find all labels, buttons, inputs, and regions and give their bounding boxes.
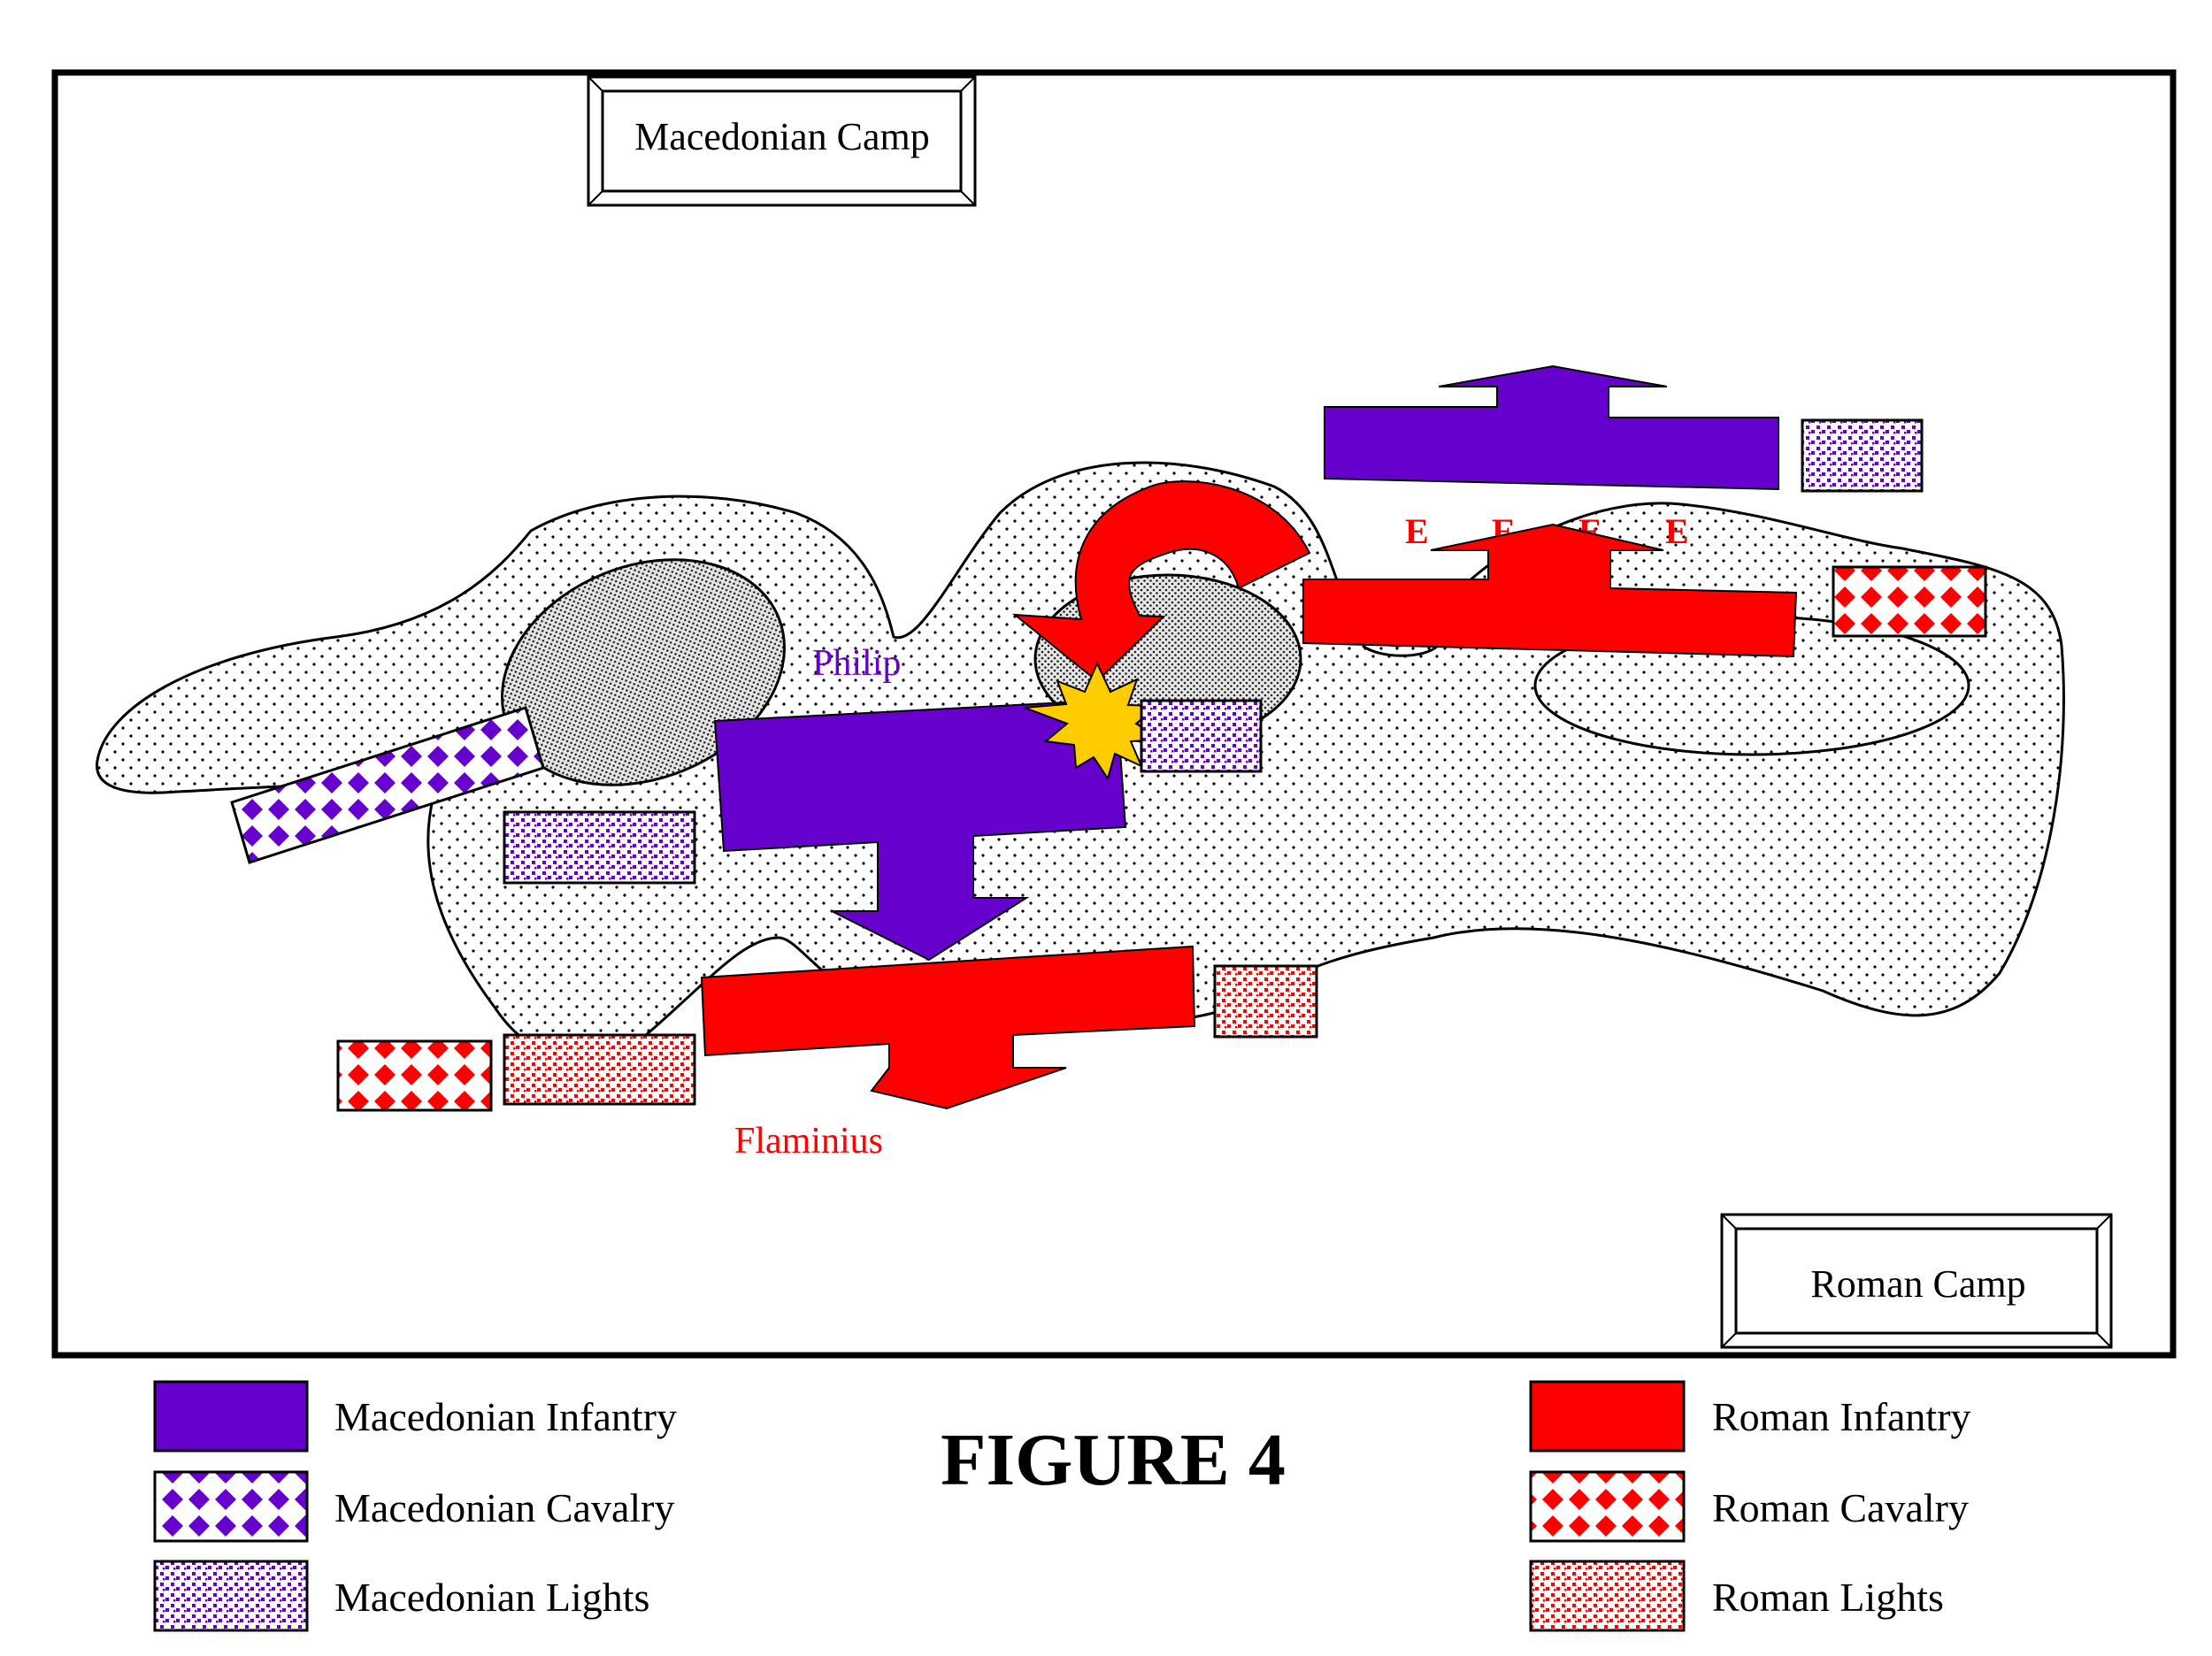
macedonian-infantry-right-wing [1324,364,1779,491]
legend-item-macedonian-infantry: Macedonian Infantry [153,1380,677,1453]
roman-cavalry-right [1832,565,1987,638]
macedonian-camp: Macedonian Camp [587,75,977,207]
legend-label-roman-cavalry: Roman Cavalry [1712,1485,1969,1530]
legend-item-macedonian-cavalry: Macedonian Cavalry [153,1470,674,1543]
macedonian-infantry-phalanx [713,698,1127,962]
roman-lights-center [1213,964,1318,1039]
commander-philip-label: Philip [812,643,901,684]
hill-contour-fold [1362,644,1440,657]
legend-swatch-roman-lights [1529,1560,1686,1632]
legend-roman: Roman Infantry Roman Cavalry Roman Light… [1529,1380,1971,1632]
macedonian-lights-center [1140,699,1263,773]
macedonian-cavalry-left [230,706,545,864]
tribune-flank-attack-arrow [1011,480,1311,683]
legend-label-roman-infantry: Roman Infantry [1712,1394,1971,1439]
legend-swatch-roman-infantry [1529,1380,1686,1453]
elephant-marker-1: E [1405,511,1429,551]
figure-title: FIGURE 4 [941,1419,1286,1501]
legend-label-macedonian-lights: Macedonian Lights [334,1575,649,1620]
macedonian-camp-label: Macedonian Camp [634,115,930,158]
legend-label-macedonian-cavalry: Macedonian Cavalry [334,1485,674,1530]
commander-flaminius-label: Flaminius [734,1121,883,1162]
legend-swatch-roman-cavalry [1529,1470,1686,1543]
legend-label-roman-lights: Roman Lights [1712,1575,1944,1620]
legend-label-macedonian-infantry: Macedonian Infantry [334,1394,677,1439]
macedonian-lights-right [1801,418,1924,493]
legend-item-roman-infantry: Roman Infantry [1529,1380,1971,1453]
legend-macedonian: Macedonian Infantry Macedonian Cavalry M… [153,1380,677,1632]
elephant-marker-4: E [1665,511,1689,551]
roman-lights-left [503,1033,696,1106]
legend-swatch-macedonian-lights [153,1560,309,1632]
clash-burst [1024,661,1164,781]
macedonian-lights-left [503,810,696,885]
roman-infantry-right-wing [1302,523,1798,658]
roman-camp-label: Roman Camp [1810,1262,2025,1306]
legend-swatch-macedonian-cavalry [153,1470,309,1543]
legend-swatch-macedonian-infantry [153,1380,309,1453]
legend-item-roman-cavalry: Roman Cavalry [1529,1470,1969,1543]
legend-item-roman-lights: Roman Lights [1529,1560,1944,1632]
roman-infantry-left-wing [700,945,1196,1110]
roman-camp: Roman Camp [1720,1213,2113,1349]
legend-item-macedonian-lights: Macedonian Lights [153,1560,649,1632]
roman-cavalry-left [336,1039,493,1112]
